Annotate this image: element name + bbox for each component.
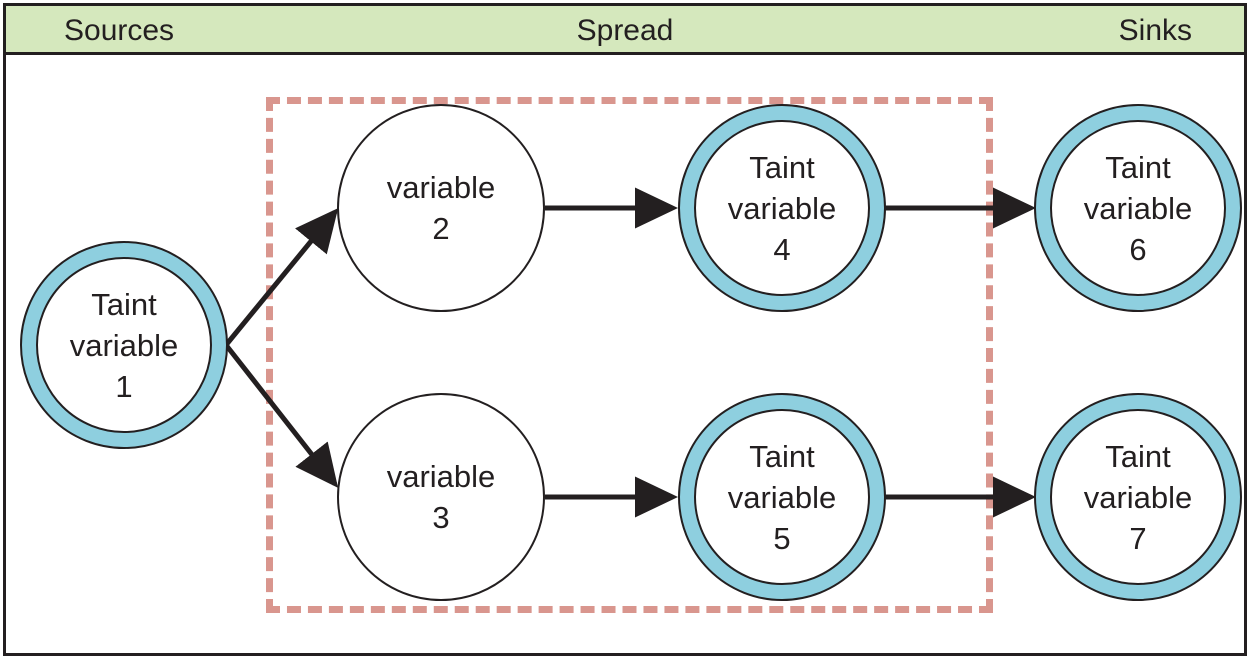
- node-label-line1: Taint: [91, 286, 157, 322]
- node-label-5: Taint variable 5: [680, 395, 884, 599]
- node-label-line2: variable: [69, 327, 179, 363]
- node-label-7: Taint variable 7: [1036, 395, 1240, 599]
- node-label-line1: Taint: [1105, 149, 1171, 185]
- node-label-4: Taint variable 4: [680, 106, 884, 310]
- node-variable-3[interactable]: variable 3: [337, 393, 545, 601]
- node-taint-variable-1[interactable]: Taint variable 1: [20, 241, 228, 449]
- node-taint-variable-5[interactable]: Taint variable 5: [678, 393, 886, 601]
- node-label-line3: 3: [432, 500, 450, 535]
- node-taint-variable-6[interactable]: Taint variable 6: [1034, 104, 1242, 312]
- node-label-3: variable 3: [339, 395, 543, 599]
- node-taint-variable-7[interactable]: Taint variable 7: [1034, 393, 1242, 601]
- column-header-sources: Sources: [64, 14, 175, 47]
- node-label-line1: Taint: [1105, 438, 1171, 474]
- node-label-2: variable 2: [339, 106, 543, 310]
- node-label-line3: 6: [1129, 231, 1147, 267]
- node-label-line2: variable: [386, 170, 496, 205]
- node-taint-variable-4[interactable]: Taint variable 4: [678, 104, 886, 312]
- node-label-line3: 7: [1129, 520, 1147, 556]
- node-label-6: Taint variable 6: [1036, 106, 1240, 310]
- node-label-1: Taint variable 1: [22, 243, 226, 447]
- node-inner-disc: [694, 120, 870, 296]
- node-label-line1: Taint: [749, 438, 815, 474]
- node-label-line3: 2: [432, 211, 450, 246]
- node-inner-disc: [1050, 409, 1226, 585]
- node-variable-2[interactable]: variable 2: [337, 104, 545, 312]
- column-header-spread: Spread: [576, 14, 674, 47]
- node-label-line1: Taint: [749, 149, 815, 185]
- node-label-line2: variable: [727, 190, 837, 226]
- node-inner-disc: [36, 257, 212, 433]
- node-label-line2: variable: [727, 479, 837, 515]
- node-label-line3: 5: [773, 520, 791, 556]
- node-label-line3: 4: [773, 231, 791, 267]
- node-inner-disc: [694, 409, 870, 585]
- node-inner-disc: [1050, 120, 1226, 296]
- node-label-line2: variable: [1083, 479, 1193, 515]
- node-label-line3: 1: [115, 368, 133, 404]
- node-label-line2: variable: [1083, 190, 1193, 226]
- column-header-sinks: Sinks: [1118, 14, 1192, 47]
- figure-frame: [3, 3, 1247, 656]
- column-header-band: Sources Spread Sinks: [6, 6, 1244, 55]
- node-label-line2: variable: [386, 459, 496, 494]
